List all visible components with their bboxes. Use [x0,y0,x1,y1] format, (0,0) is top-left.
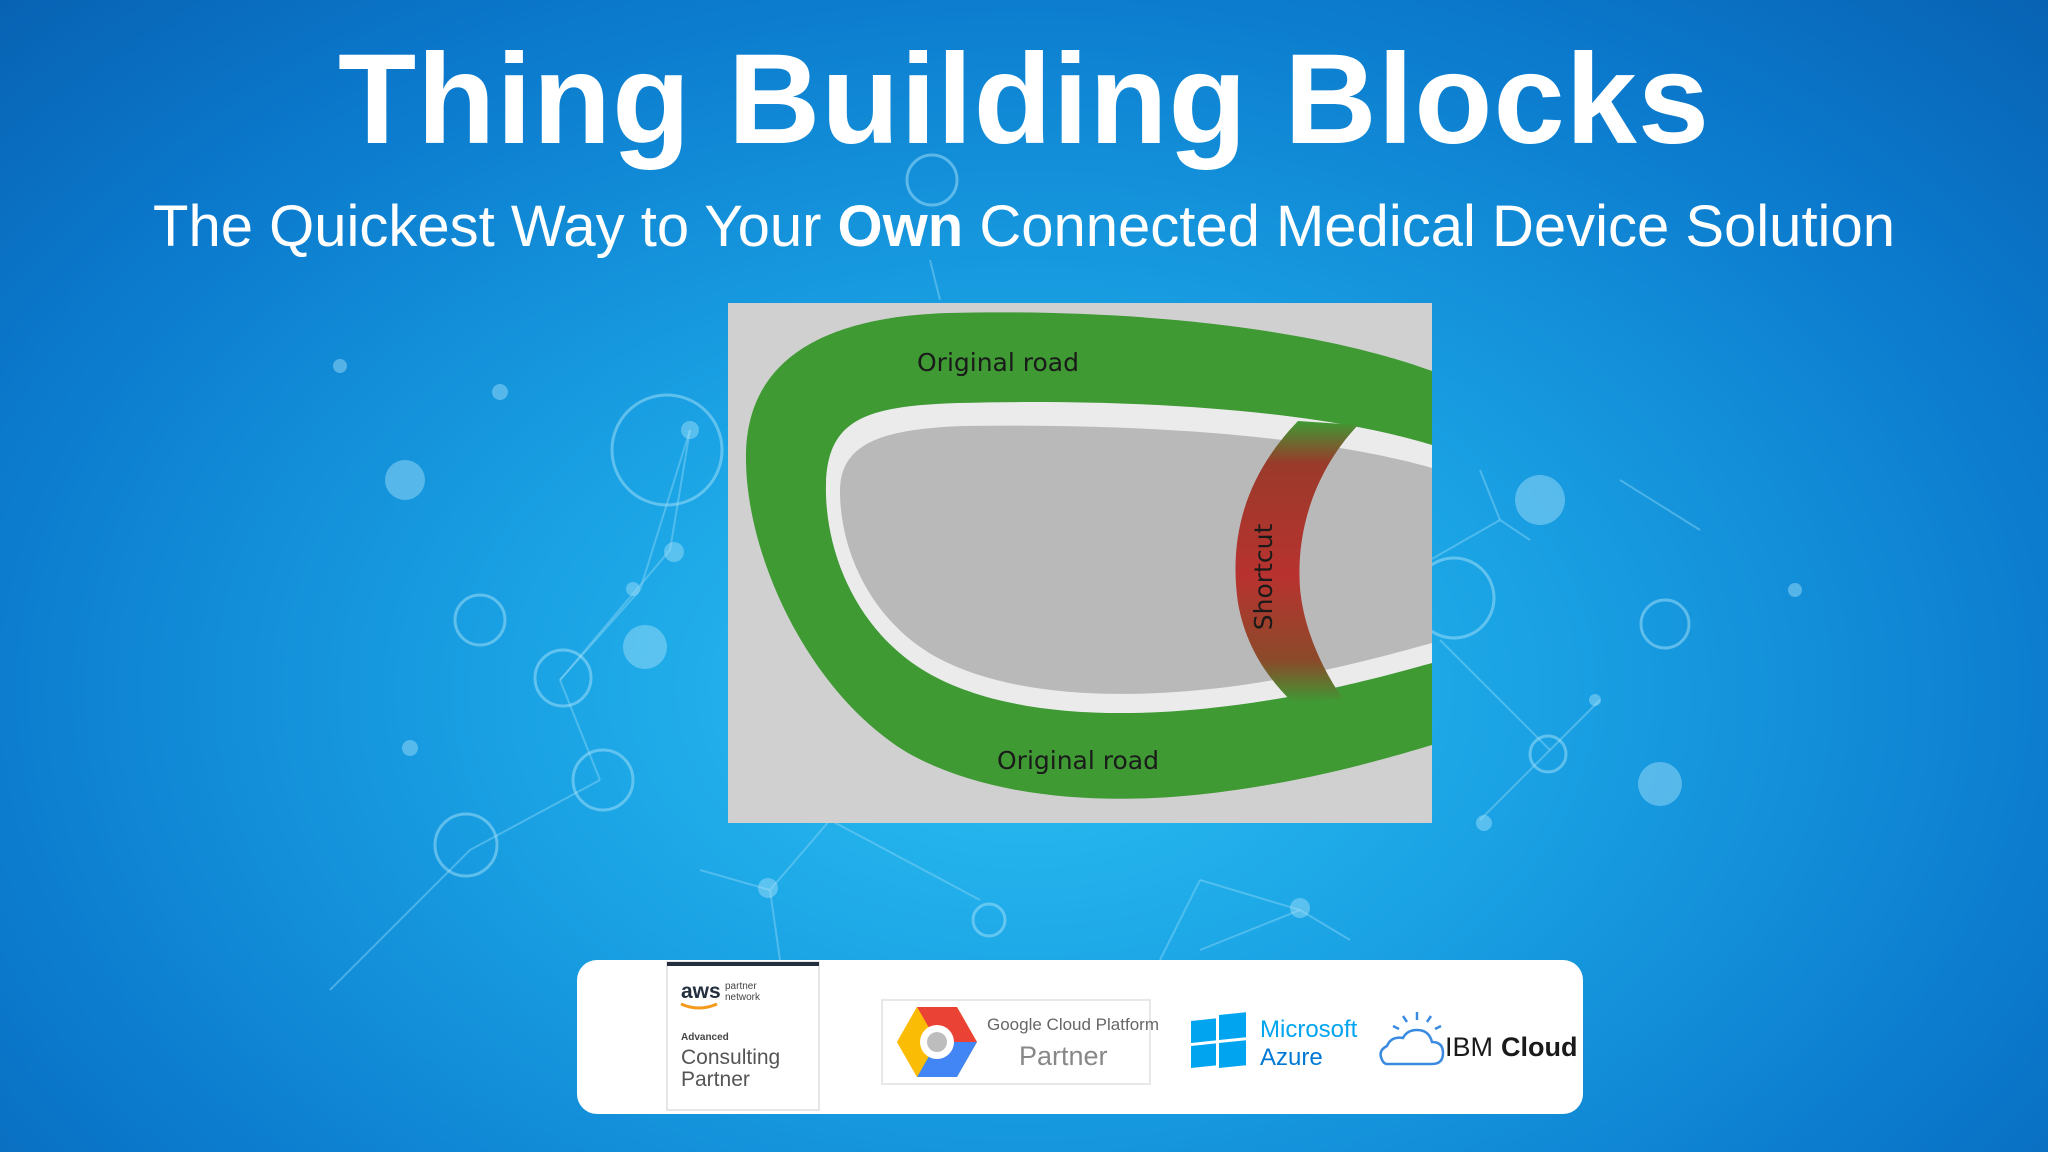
google-cloud-brand: Google Cloud Platform [987,1015,1159,1034]
ibm-cloud-name: Cloud [1501,1032,1577,1062]
subtitle-text-end: Connected Medical Device Solution [963,194,1895,259]
subtitle-text-start: The Quickest Way to Your [153,194,838,259]
azure-line1: Microsoft [1260,1016,1358,1043]
google-cloud-hexagon-icon [897,1007,977,1077]
aws-network-line2: network [725,992,761,1003]
aws-brand: aws [681,980,721,1003]
aws-line2: Partner [681,1068,750,1091]
partner-logos-strip: aws partner network Advanced Consulting … [577,960,1583,1114]
ibm-prefix: IBM [1445,1032,1493,1062]
azure-line2: Azure [1260,1044,1323,1071]
shortcut-path [1235,421,1358,703]
road-shortcut-diagram: Original road Original road Shortcut [728,303,1432,823]
aws-network-line1: partner [725,981,757,992]
microsoft-azure-logo: Microsoft Azure [1191,1012,1358,1071]
aws-tier: Advanced [681,1032,729,1043]
aws-smile-icon [680,1002,718,1010]
road-bottom-label: Original road [997,746,1159,775]
cloud-icon [1379,1012,1445,1066]
ibm-cloud-logo: IBM Cloud [1379,1012,1577,1066]
google-cloud-partner-logo: Google Cloud Platform Partner [881,999,1159,1085]
page-title: Thing Building Blocks [337,28,1711,171]
google-cloud-role: Partner [1019,1041,1108,1071]
road-top-label: Original road [917,348,1079,377]
windows-icon [1191,1012,1246,1069]
shortcut-label: Shortcut [1249,524,1278,631]
aws-partner-logo: aws partner network Advanced Consulting … [666,961,820,1111]
aws-line1: Consulting [681,1046,780,1069]
page-subtitle: The Quickest Way to Your Own Connected M… [0,192,2048,262]
subtitle-emphasis: Own [837,194,964,259]
